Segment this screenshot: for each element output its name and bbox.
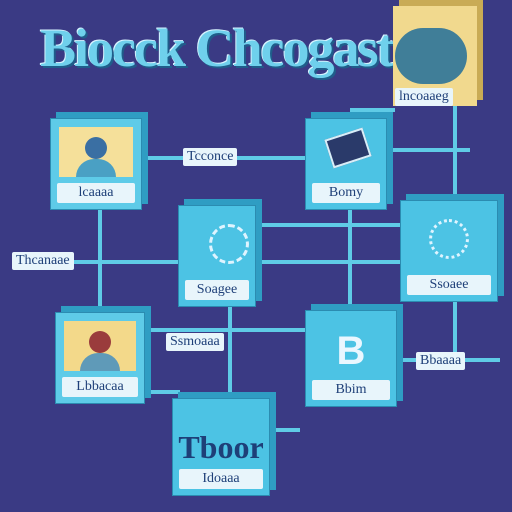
bottom-block[interactable]: Tboor Idoaaa xyxy=(172,398,270,496)
person-body xyxy=(80,353,120,371)
block-label: Bbim xyxy=(312,380,390,400)
block-label: Ssoaee xyxy=(407,275,491,295)
person-icon xyxy=(85,137,107,159)
credit-card-icon xyxy=(324,127,372,169)
cloud-shape xyxy=(395,28,467,84)
left-label: Thcanaae xyxy=(12,252,74,270)
block-label: Bomy xyxy=(312,183,380,203)
right-label: Bbaaaa xyxy=(416,352,466,370)
block-label: Lbbacaa xyxy=(62,377,138,397)
circuit-icon xyxy=(209,224,249,264)
bitcoin-block[interactable]: B Bbim xyxy=(305,310,397,407)
connection-label: Tcconce xyxy=(183,148,238,166)
card-block[interactable]: Bomy xyxy=(305,118,387,210)
block-title: Tboor xyxy=(178,429,264,465)
person-block-top[interactable]: lcaaaa xyxy=(50,118,142,210)
person-block-bottom[interactable]: Lbbacaa xyxy=(55,312,145,404)
person-portrait xyxy=(59,127,133,177)
person-portrait xyxy=(64,321,136,371)
person-icon xyxy=(89,331,111,353)
diagram-title: Biocck Chcogast xyxy=(40,18,394,78)
network-icon xyxy=(429,219,469,259)
block-label: Idoaaa xyxy=(179,469,263,489)
block-label: Soagee xyxy=(185,280,249,300)
person-body xyxy=(76,159,116,177)
center-block[interactable]: Soagee xyxy=(178,205,256,307)
bitcoin-icon: B xyxy=(336,329,366,373)
top-right-label: lncoaaeg xyxy=(395,88,453,106)
connection-label: Ssmoaaa xyxy=(166,333,224,351)
block-label: lcaaaa xyxy=(57,183,135,203)
network-block[interactable]: Ssoaee xyxy=(400,200,498,302)
